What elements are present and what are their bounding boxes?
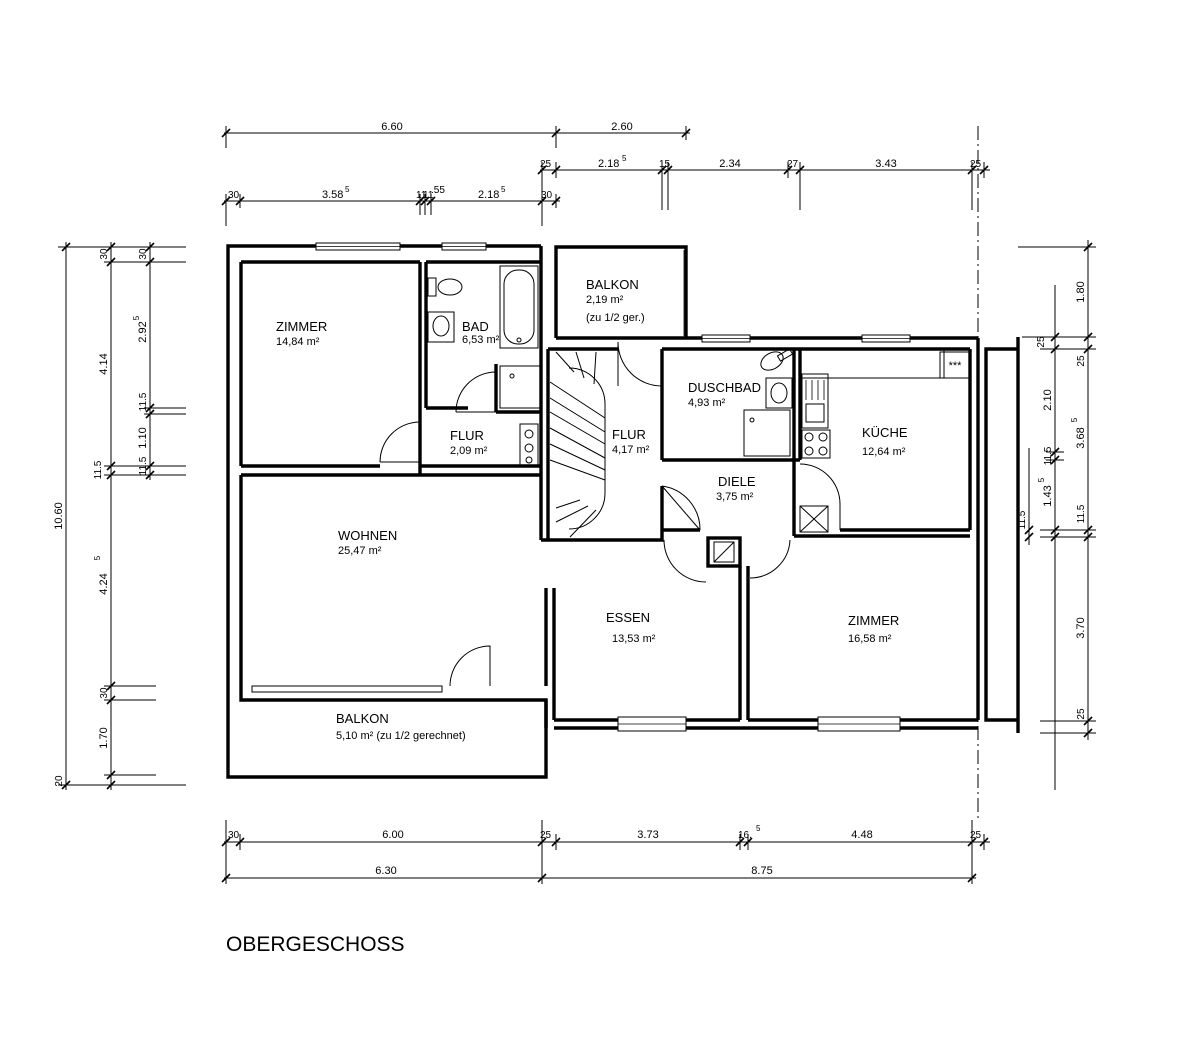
kitchen-mark: *** bbox=[949, 360, 963, 372]
room-area-diele: 3,75 m² bbox=[716, 491, 754, 503]
dim-right-outer-c-sup: 5 bbox=[1070, 417, 1079, 422]
room-name-essen: ESSEN bbox=[606, 610, 650, 625]
dim-right-outer-a: 1.80 bbox=[1075, 281, 1087, 302]
dim-top3-b-sup: 5 bbox=[345, 185, 350, 194]
room-area-kueche: 12,64 m² bbox=[862, 446, 906, 458]
room-name-zimmer-2: ZIMMER bbox=[848, 613, 899, 628]
dim-right-outer-b: 25 bbox=[1076, 355, 1087, 367]
fixtures: *** bbox=[427, 250, 971, 533]
room-name-wohnen: WOHNEN bbox=[338, 528, 397, 543]
room-area-essen: 13,53 m² bbox=[612, 633, 656, 645]
dim-left-inner-a: 30 bbox=[138, 248, 149, 260]
room-area-bad: 6,53 m² bbox=[462, 334, 500, 346]
dim-top2-e: 27 bbox=[787, 159, 799, 170]
dim-top2-b-sup: 5 bbox=[622, 154, 627, 163]
room-area-balkon-top: 2,19 m² bbox=[586, 294, 624, 306]
doors bbox=[379, 341, 841, 687]
dim-left-inner-b-sup: 5 bbox=[132, 315, 141, 320]
dim-bottom1-e-sup: 5 bbox=[756, 824, 761, 833]
dim-right-inner-a: 25 bbox=[1036, 336, 1047, 348]
room-name-bad: BAD bbox=[462, 319, 489, 334]
room-area-duschbad: 4,93 m² bbox=[688, 397, 726, 409]
room-name-kueche: KÜCHE bbox=[862, 425, 908, 440]
left-dimension-lines bbox=[58, 242, 186, 790]
room-area-flur-1: 2,09 m² bbox=[450, 445, 488, 457]
room-labels: ZIMMER 14,84 m² BAD 6,53 m² BALKON 2,19 … bbox=[276, 277, 908, 742]
dim-top2-f: 3.43 bbox=[875, 158, 896, 170]
room-name-zimmer-1: ZIMMER bbox=[276, 319, 327, 334]
dim-left-mid-b: 4.14 bbox=[98, 353, 110, 374]
dim-right-outer-c: 3.68 bbox=[1075, 427, 1087, 448]
dim-left-outer: 10.60 bbox=[53, 502, 65, 530]
dim-right-inner-e: 11.5 bbox=[1017, 510, 1028, 529]
dim-left-mid-a: 30 bbox=[99, 248, 110, 260]
staircase bbox=[549, 351, 606, 538]
dim-top3-a: 30 bbox=[228, 190, 240, 201]
dim-top1-a: 6.60 bbox=[381, 121, 402, 133]
dim-left-inner-d: 1.10 bbox=[137, 427, 149, 448]
dim-bottom1-g: 25 bbox=[970, 830, 982, 841]
room-area-balkon-bottom: 5,10 m² (zu 1/2 gerechnet) bbox=[336, 730, 466, 742]
dim-right-outer-e: 3.70 bbox=[1075, 617, 1087, 638]
dim-right-inner-b: 2.10 bbox=[1042, 389, 1054, 410]
dim-left-mid-f: 1.70 bbox=[98, 727, 110, 748]
dim-right-inner-c: 11.5 bbox=[1043, 446, 1054, 465]
room-note-balkon-top: (zu 1/2 ger.) bbox=[586, 312, 645, 324]
dim-top3-d: 11 bbox=[423, 190, 434, 201]
bottom-dimension-labels: 30 6.00 25 3.73 16. 5 4.48 25 6.30 8.75 bbox=[228, 824, 982, 877]
dim-top3-f: 2.18 bbox=[478, 189, 499, 201]
dim-left-inner-c: 11.5 bbox=[138, 392, 149, 411]
dim-top2-a: 25 bbox=[540, 159, 552, 170]
room-area-zimmer-1: 14,84 m² bbox=[276, 336, 320, 348]
room-name-flur-2: FLUR bbox=[612, 427, 646, 442]
room-name-duschbad: DUSCHBAD bbox=[688, 380, 761, 395]
dim-right-inner-d-sup: 5 bbox=[1037, 477, 1046, 482]
dim-bottom1-b: 6.00 bbox=[382, 829, 403, 841]
left-dimension-labels: 10.60 30 4.14 11.5 4.24 5 30 1.70 20 30 … bbox=[53, 248, 149, 787]
dim-bottom2-a: 6.30 bbox=[375, 865, 396, 877]
windows bbox=[251, 242, 911, 732]
dim-right-outer-f: 25 bbox=[1076, 708, 1087, 720]
top-dimension-labels: 6.60 2.60 25 2.18 5 15 2.34 27 3.43 25 3… bbox=[228, 121, 982, 201]
right-dimension-lines bbox=[1018, 240, 1096, 790]
dim-left-inner-b: 2.92 bbox=[137, 321, 149, 342]
dim-top3-g: 30 bbox=[541, 190, 553, 201]
dim-bottom1-e: 16. bbox=[738, 830, 752, 841]
dim-top2-d: 2.34 bbox=[719, 158, 740, 170]
bottom-dimension-lines bbox=[221, 820, 990, 884]
right-dimension-labels: 1.80 25 3.68 5 11.5 3.70 25 25 2.10 11.5… bbox=[1017, 281, 1087, 719]
dim-left-mid-d-sup: 5 bbox=[93, 555, 102, 560]
room-area-wohnen: 25,47 m² bbox=[338, 545, 382, 557]
room-area-zimmer-2: 16,58 m² bbox=[848, 633, 892, 645]
dim-bottom1-c: 25 bbox=[540, 830, 552, 841]
room-name-diele: DIELE bbox=[718, 474, 756, 489]
room-name-flur-1: FLUR bbox=[450, 428, 484, 443]
top-dimension-lines bbox=[221, 126, 990, 226]
dim-right-inner-d: 1.43 bbox=[1042, 485, 1054, 506]
dim-top1-b: 2.60 bbox=[611, 121, 632, 133]
dim-top2-g: 25 bbox=[970, 159, 982, 170]
dim-bottom1-d: 3.73 bbox=[637, 829, 658, 841]
page-title: OBERGESCHOSS bbox=[226, 933, 405, 956]
dim-bottom2-b: 8.75 bbox=[751, 865, 772, 877]
dim-right-outer-d: 11.5 bbox=[1076, 504, 1087, 523]
dim-top2-b: 2.18 bbox=[598, 158, 619, 170]
dim-top3-b: 3.58 bbox=[322, 189, 343, 201]
dim-left-inner-e: 11.5 bbox=[138, 456, 149, 475]
room-name-balkon-bottom: BALKON bbox=[336, 711, 389, 726]
dim-bottom1-f: 4.48 bbox=[851, 829, 872, 841]
dim-top3-e: .55 bbox=[431, 185, 445, 196]
dim-left-mid-e: 30 bbox=[99, 687, 110, 699]
dim-top3-c: 11 bbox=[416, 190, 427, 201]
dim-top3-f-sup: 5 bbox=[501, 185, 506, 194]
dim-left-mid-d: 4.24 bbox=[98, 573, 110, 594]
dim-left-mid-g: 20 bbox=[54, 775, 65, 787]
dim-bottom1-a: 30 bbox=[228, 830, 240, 841]
room-area-flur-2: 4,17 m² bbox=[612, 444, 650, 456]
room-name-balkon-top: BALKON bbox=[586, 277, 639, 292]
walls bbox=[226, 244, 1020, 779]
dim-top2-c: 15 bbox=[659, 159, 671, 170]
dim-left-mid-c: 11.5 bbox=[93, 460, 104, 479]
